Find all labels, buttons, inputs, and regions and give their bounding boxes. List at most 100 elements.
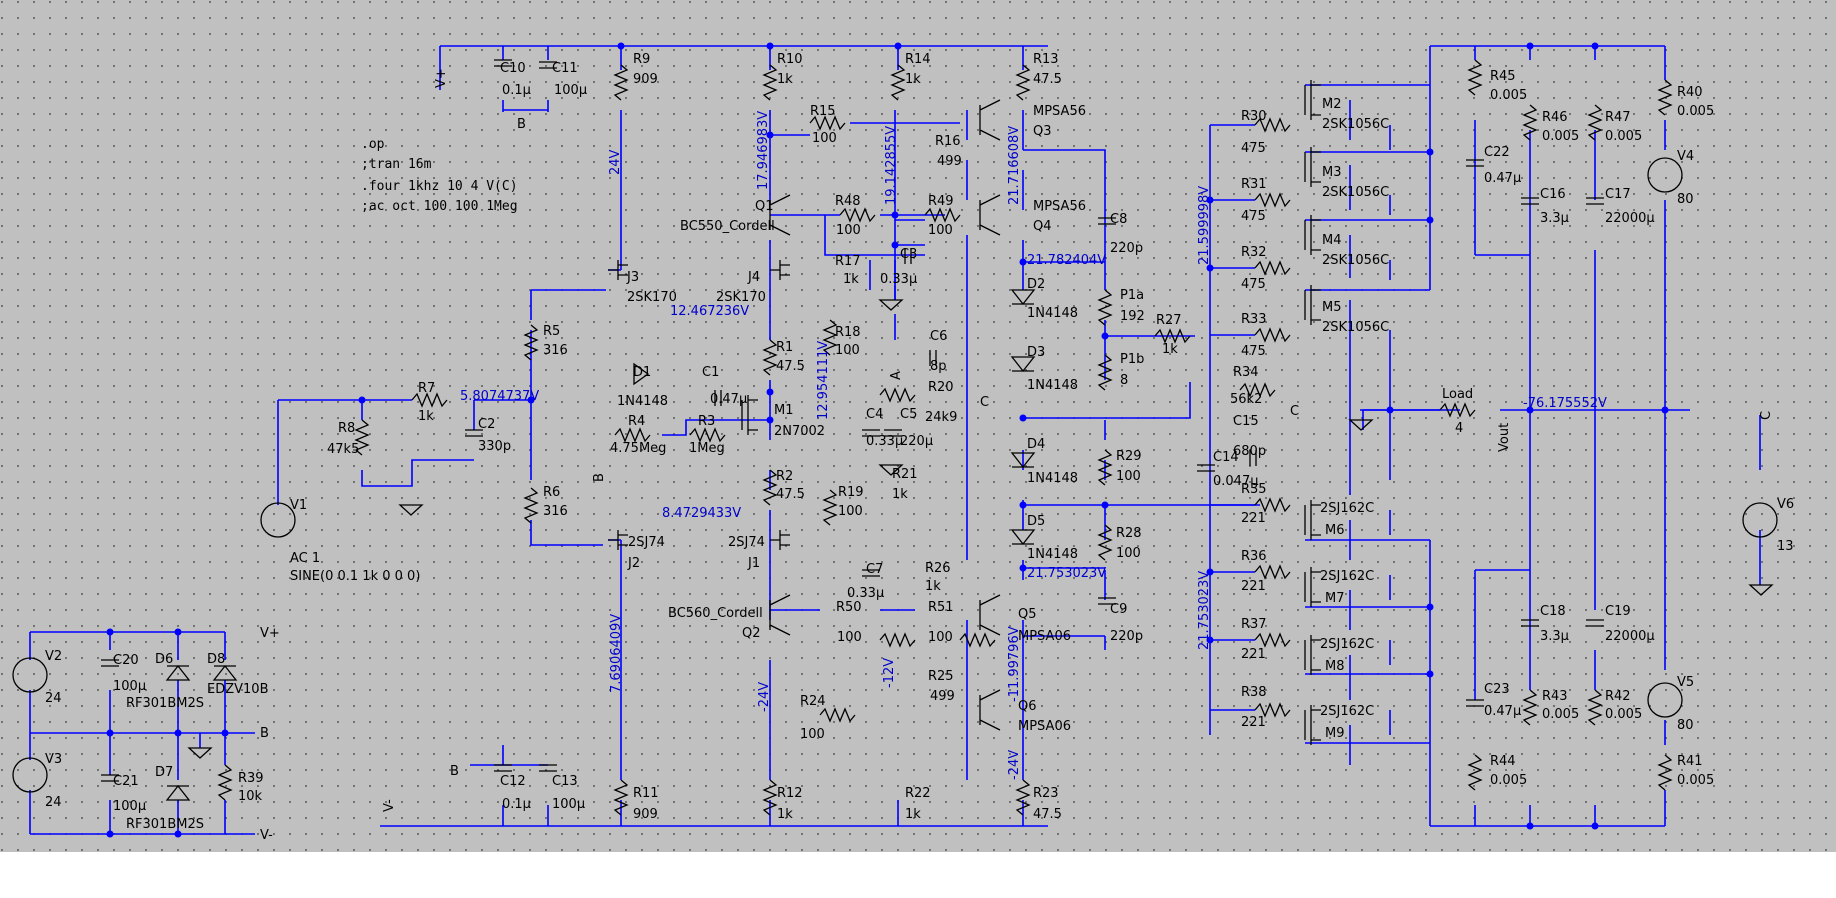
label-Q1-model: BC550_Cordell — [680, 219, 775, 234]
node-vminus-psu: V- — [260, 828, 273, 843]
label-Q1: Q1 — [755, 199, 774, 214]
value-C1: 0.47µ — [710, 392, 747, 407]
label-M5: M5 — [1322, 300, 1342, 315]
value-R26: 1k — [925, 579, 941, 594]
value-D8: EDZV10B — [207, 682, 268, 697]
label-R37: R37 — [1241, 617, 1267, 632]
voltage-vout: -76.175552V — [1523, 396, 1607, 411]
value-R51: 100 — [928, 630, 953, 645]
value-C16: 3.3µ — [1540, 211, 1569, 226]
value-R50: 100 — [837, 630, 862, 645]
label-R19: R19 — [838, 485, 864, 500]
value-R8: 47k5 — [327, 442, 359, 457]
voltage-12-954: 12.954111V — [816, 341, 831, 420]
voltage-m11-99: -11.99796V — [1007, 626, 1022, 702]
value-R38: 221 — [1241, 715, 1266, 730]
label-R12: R12 — [777, 786, 803, 801]
value-C3: 0.33µ — [880, 272, 917, 287]
label-M2: M2 — [1322, 97, 1342, 112]
value-C9: 220p — [1110, 629, 1143, 644]
value-R12: 1k — [777, 807, 793, 822]
label-Q5-model: MPSA06 — [1018, 629, 1071, 644]
label-Load: Load — [1442, 387, 1473, 402]
label-M1-model: 2N7002 — [774, 424, 825, 439]
value-D2: 1N4148 — [1027, 306, 1078, 321]
label-R4: R4 — [628, 414, 645, 429]
voltage-7-690: 7.6906409V — [609, 614, 624, 693]
label-C14: C14 — [1213, 450, 1239, 465]
value-V5: 80 — [1677, 718, 1694, 733]
directive-op: .op — [361, 137, 385, 152]
label-R16: R16 — [935, 134, 961, 149]
value-R25: 499 — [930, 689, 955, 704]
value-C12: 0.1µ — [502, 797, 531, 812]
label-J1-model: 2SJ74 — [728, 535, 765, 550]
value-R28: 100 — [1116, 546, 1141, 561]
label-J4: J4 — [747, 270, 760, 285]
label-Q6-model: MPSA06 — [1018, 719, 1071, 734]
label-C7: C7 — [866, 562, 883, 577]
label-D6: D6 — [155, 652, 173, 667]
value-R10: 1k — [777, 72, 793, 87]
label-C12: C12 — [500, 774, 526, 789]
label-R40: R40 — [1677, 85, 1703, 100]
value-C22: 0.47µ — [1484, 171, 1521, 186]
label-J1: J1 — [747, 556, 760, 571]
label-R45: R45 — [1490, 69, 1516, 84]
value-P1a: 192 — [1120, 309, 1145, 324]
label-R5: R5 — [543, 324, 560, 339]
label-M5-model: 2SK1056C — [1322, 320, 1389, 335]
label-C18: C18 — [1540, 604, 1566, 619]
label-D5: D5 — [1027, 514, 1045, 529]
label-C11: C11 — [552, 61, 578, 76]
label-C20: C20 — [113, 653, 139, 668]
label-C13: C13 — [552, 774, 578, 789]
value-R11: 909 — [633, 807, 658, 822]
label-R7: R7 — [418, 381, 435, 396]
label-Q3: Q3 — [1033, 124, 1052, 139]
value-R47: 0.005 — [1605, 129, 1642, 144]
value-D5: 1N4148 — [1027, 547, 1078, 562]
label-R17: R17 — [835, 254, 861, 269]
value-C14: 0.047µ — [1213, 474, 1259, 489]
value-R34: 56k2 — [1230, 392, 1262, 407]
value-R16: 499 — [937, 154, 962, 169]
value-R44: 0.005 — [1490, 773, 1527, 788]
node-vplus-psu: V+ — [260, 626, 280, 641]
value-R4: 4.75Meg — [610, 441, 666, 456]
label-P1a: P1a — [1120, 288, 1144, 303]
label-C16: C16 — [1540, 187, 1566, 202]
value-C15: 680p — [1233, 444, 1266, 459]
label-R46: R46 — [1542, 110, 1568, 125]
label-J3: J3 — [626, 270, 639, 285]
label-R24: R24 — [800, 694, 826, 709]
value-R7: 1k — [418, 409, 434, 424]
label-C2: C2 — [478, 417, 495, 432]
label-M8-model: 2SJ162C — [1320, 637, 1374, 652]
voltage-21-7166: 21.716608V — [1007, 126, 1022, 205]
label-R11: R11 — [633, 786, 659, 801]
label-C5: C5 — [900, 407, 917, 422]
label-R20: R20 — [928, 380, 954, 395]
label-R39: R39 — [238, 771, 264, 786]
value-R5: 316 — [543, 343, 568, 358]
value-R49: 100 — [928, 223, 953, 238]
value-C19: 22000µ — [1605, 629, 1655, 644]
value-R35: 221 — [1241, 511, 1266, 526]
value-C4: 0.33µ — [866, 434, 903, 449]
value-R40: 0.005 — [1677, 104, 1714, 119]
label-V3: V3 — [45, 752, 62, 767]
label-Q4: Q4 — [1033, 219, 1052, 234]
label-R3: R3 — [698, 414, 715, 429]
value-R46: 0.005 — [1542, 129, 1579, 144]
value-R31: 475 — [1241, 209, 1266, 224]
label-M1: M1 — [774, 403, 794, 418]
value-C2: 330p — [478, 439, 511, 454]
label-C15: C15 — [1233, 414, 1259, 429]
label-M4-model: 2SK1056C — [1322, 253, 1389, 268]
value-R24: 100 — [800, 727, 825, 742]
label-Q2: Q2 — [742, 626, 761, 641]
value-C8: 220p — [1110, 241, 1143, 256]
value-R27: 1k — [1162, 342, 1178, 357]
label-R38: R38 — [1241, 685, 1267, 700]
